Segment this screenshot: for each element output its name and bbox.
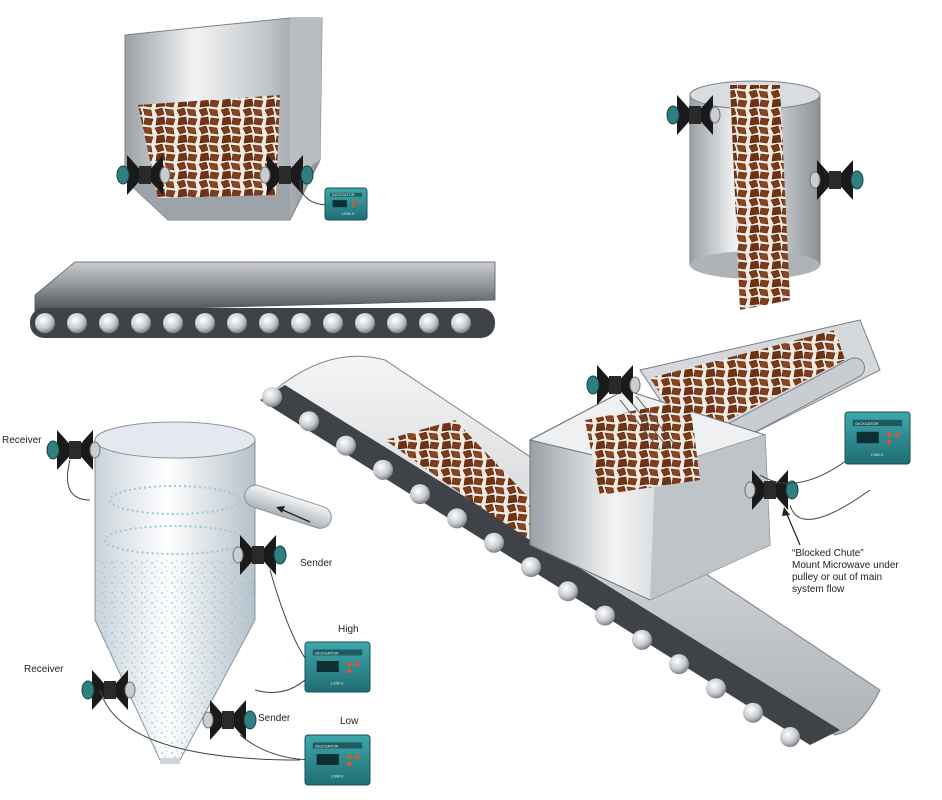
roller: [336, 435, 356, 456]
controller-mark: LSW-X: [871, 452, 884, 457]
roller: [451, 313, 471, 333]
roller: [632, 629, 652, 650]
controller-brand: DICKSATOR: [315, 744, 338, 749]
roller: [35, 313, 55, 333]
roller: [484, 532, 504, 553]
roller: [67, 313, 87, 333]
callout-line-1: “Blocked Chute”: [792, 548, 864, 559]
roller: [291, 313, 311, 333]
controller-brand: DICKSATOR: [332, 192, 355, 197]
controller-brand: DICKSATOR: [315, 651, 338, 656]
microwave-sensor-icon: [81, 670, 136, 710]
roller: [262, 387, 282, 407]
callout-line-3: pulley or out of main: [792, 572, 883, 583]
controller-mark: LSW-X: [331, 681, 344, 686]
silo: [94, 421, 332, 764]
falling-ore: [730, 85, 790, 310]
low-label: Low: [340, 716, 359, 727]
microwave-sensor-icon: [586, 365, 641, 405]
controller-mark: LSW-X: [342, 211, 355, 216]
roller: [410, 484, 430, 505]
belt-ore: [385, 420, 550, 550]
top-hopper: [124, 17, 323, 221]
microwave-sensor-icon: [232, 535, 287, 575]
sender-bottom-label: Sender: [258, 713, 291, 724]
callout-line-2: Mount Microwave under: [792, 560, 899, 571]
roller: [780, 727, 800, 747]
roller: [131, 313, 151, 333]
chute-box: [528, 389, 771, 601]
inlet-pipe: [244, 484, 332, 529]
sender-top-label: Sender: [300, 558, 333, 569]
microwave-sensor-icon: [666, 95, 721, 135]
controller-icon: DICKSATOR LSW-X: [304, 734, 371, 786]
callout-arrow-icon: [782, 507, 801, 546]
roller: [355, 313, 375, 333]
microwave-sensor-icon: [116, 155, 171, 195]
roller: [259, 313, 279, 333]
flat-conveyor: [30, 261, 496, 338]
callout-line-4: system flow: [792, 584, 845, 595]
roller: [195, 313, 215, 333]
controller-mark: LSW-X: [331, 774, 344, 779]
controller-brand: DICKSATOR: [855, 421, 878, 426]
roller: [447, 508, 467, 529]
roller: [521, 557, 541, 577]
roller: [595, 605, 615, 626]
roller: [387, 313, 407, 333]
blocked-chute-callout: “Blocked Chute” Mount Microwave under pu…: [792, 548, 899, 596]
roller: [227, 313, 247, 333]
controller-icon: DICKSATOR LSW-X: [324, 187, 368, 221]
roller: [299, 411, 319, 432]
roller: [99, 313, 119, 333]
roller: [419, 313, 439, 333]
roller: [558, 581, 578, 602]
controller-icon: DICKSATOR LSW-X: [304, 641, 371, 693]
receiver-bottom-label: Receiver: [24, 664, 64, 675]
roller: [323, 313, 343, 333]
roller: [373, 459, 393, 480]
ore-pile: [138, 95, 280, 198]
flow-arrow-icon: [276, 506, 311, 523]
microwave-sensor-icon: [809, 160, 864, 200]
roller: [706, 678, 726, 699]
roller: [669, 654, 689, 675]
microwave-sensor-icon: [202, 700, 257, 740]
high-label: High: [338, 624, 359, 635]
controller-icon: DICKSATOR LSW-X: [844, 411, 911, 465]
microwave-sensor-icon: [744, 470, 799, 510]
roller: [163, 313, 183, 333]
roller: [743, 702, 763, 723]
right-hopper: [689, 80, 821, 310]
microwave-sensor-icon: [259, 155, 314, 195]
microwave-sensor-icon: [46, 430, 101, 470]
receiver-top-label: Receiver: [2, 435, 42, 446]
